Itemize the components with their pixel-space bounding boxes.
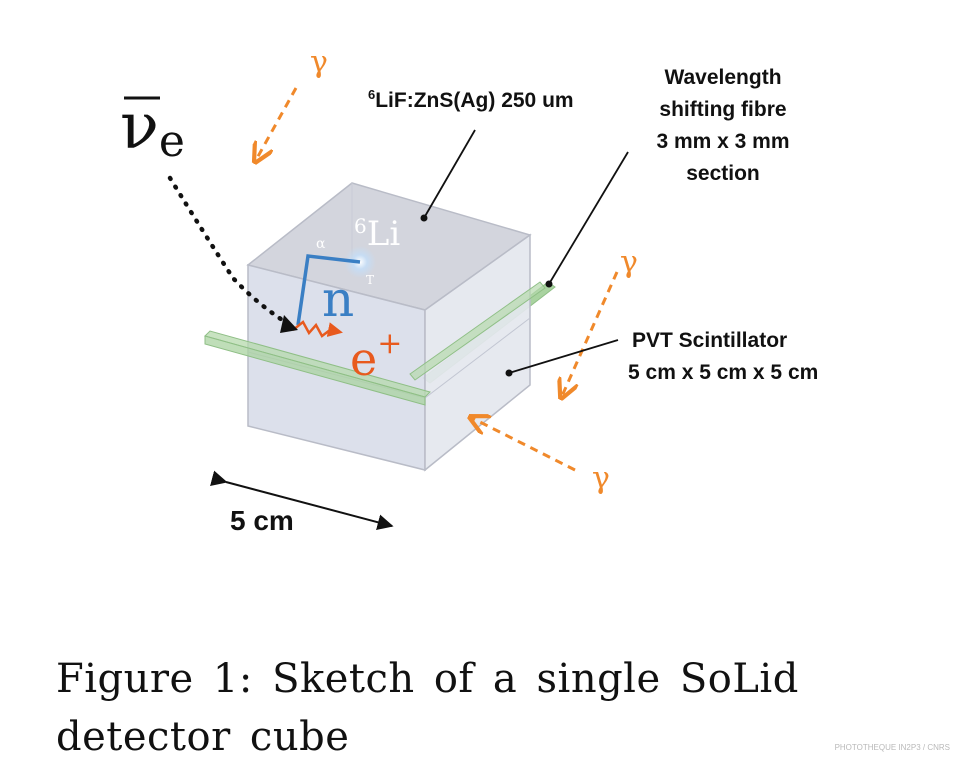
photo-credit: PHOTOTHEQUE IN2P3 / CNRS [834,743,950,752]
svg-text:shifting fibre: shifting fibre [659,98,786,121]
scintillator-cube [246,182,532,472]
svg-text:Wavelength: Wavelength [664,66,781,89]
gamma-arrow-bottom [472,418,576,472]
fibre-label: Wavelength shifting fibre 3 mm x 3 mm se… [656,66,789,185]
svg-text:3 mm x 3 mm: 3 mm x 3 mm [656,130,789,153]
neutrino-symbol: νe [120,90,185,167]
scintillator-label: PVT Scintillator 5 cm x 5 cm x 5 cm [628,329,818,384]
gamma-label-right: γ [620,245,638,280]
layer-leader-line [423,129,476,219]
neutrino-arrowhead [280,315,298,333]
dimension-label: 5 cm [230,505,294,536]
svg-text:PVT Scintillator: PVT Scintillator [632,329,787,352]
cube-side-face [424,233,531,472]
alpha-label: α [316,236,326,252]
alpha-track [296,254,361,326]
fibre-leader-line [548,151,629,285]
figure-caption: Figure 1: Sketch of a single SoLid detec… [56,656,799,760]
positron-track [292,320,343,338]
triton-label: T [366,273,374,287]
fibre-front [204,281,546,406]
li-label: 6Li [354,214,400,254]
gamma-arrow-top [256,87,298,160]
svg-text:section: section [686,162,760,185]
scintillator-leader-dot [505,369,513,377]
svg-text:5 cm x 5 cm x 5 cm: 5 cm x 5 cm x 5 cm [628,361,818,384]
gamma-arrow-right [562,271,619,396]
gamma-label-bottom: γ [592,461,610,496]
dimension-arrow [210,470,394,531]
positron-label: e+ [350,326,402,386]
neutrino-path [167,175,293,328]
layer-label: 6LiF:ZnS(Ag) 250 um [368,87,574,112]
neutron-label: n [322,270,354,328]
layer-leader-dot [420,214,428,222]
scintillator-leader-line [508,339,619,374]
fibre-leader-dot [545,280,553,288]
gamma-label-top: γ [310,45,328,80]
